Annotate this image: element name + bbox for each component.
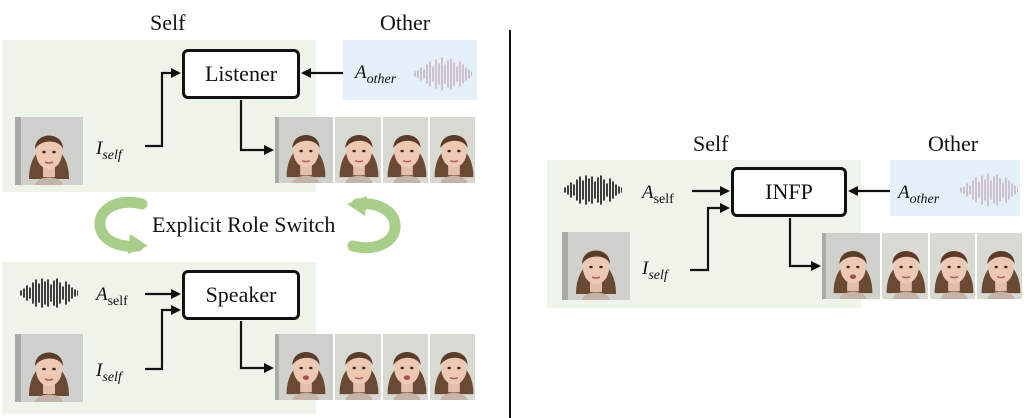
a-other-label-right: Aother <box>898 182 940 207</box>
infp-other-panel <box>890 160 1020 216</box>
infp-box: INFP <box>731 167 847 217</box>
i-self-label-right: Iself <box>642 258 668 283</box>
output-frame <box>976 233 1022 299</box>
output-frame <box>382 334 428 400</box>
a-self-label-left: Aself <box>96 284 128 309</box>
output-frame <box>275 334 334 400</box>
waveform-self-icon-left <box>20 278 78 308</box>
a-other-label-left: Aother <box>355 62 397 87</box>
output-frame <box>822 233 881 299</box>
portrait-image-self-infp <box>562 232 630 300</box>
speaker-output-frames <box>275 334 475 400</box>
output-frame <box>335 334 381 400</box>
i-self-label-top: Iself <box>96 138 122 163</box>
waveform-other-icon-left <box>414 57 472 91</box>
waveform-other-icon-right <box>960 173 1018 207</box>
output-frame <box>275 117 334 183</box>
listener-box: Listener <box>182 49 300 99</box>
role-switch-left-arrow-icon <box>94 196 148 254</box>
portrait-image-self-speaker <box>15 334 83 402</box>
listener-output-frames <box>275 117 475 183</box>
left-self-heading: Self <box>150 10 186 35</box>
i-self-label-bottom: Iself <box>96 360 122 385</box>
right-other-heading: Other <box>928 131 979 156</box>
speaker-box: Speaker <box>182 270 300 320</box>
portrait-image-self-listener <box>15 117 83 185</box>
output-frame <box>429 334 475 400</box>
output-frame <box>929 233 975 299</box>
left-other-heading: Other <box>380 10 431 35</box>
output-frame <box>429 117 475 183</box>
vertical-divider <box>509 30 511 418</box>
output-frame <box>335 117 381 183</box>
waveform-self-icon-right <box>564 175 622 205</box>
infp-output-frames <box>822 233 1022 299</box>
role-switch-label: Explicit Role Switch <box>152 212 336 237</box>
a-self-label-right: Aself <box>642 182 674 207</box>
output-frame <box>382 117 428 183</box>
right-self-heading: Self <box>693 131 729 156</box>
output-frame <box>882 233 928 299</box>
role-switch-right-arrow-icon <box>347 196 401 254</box>
